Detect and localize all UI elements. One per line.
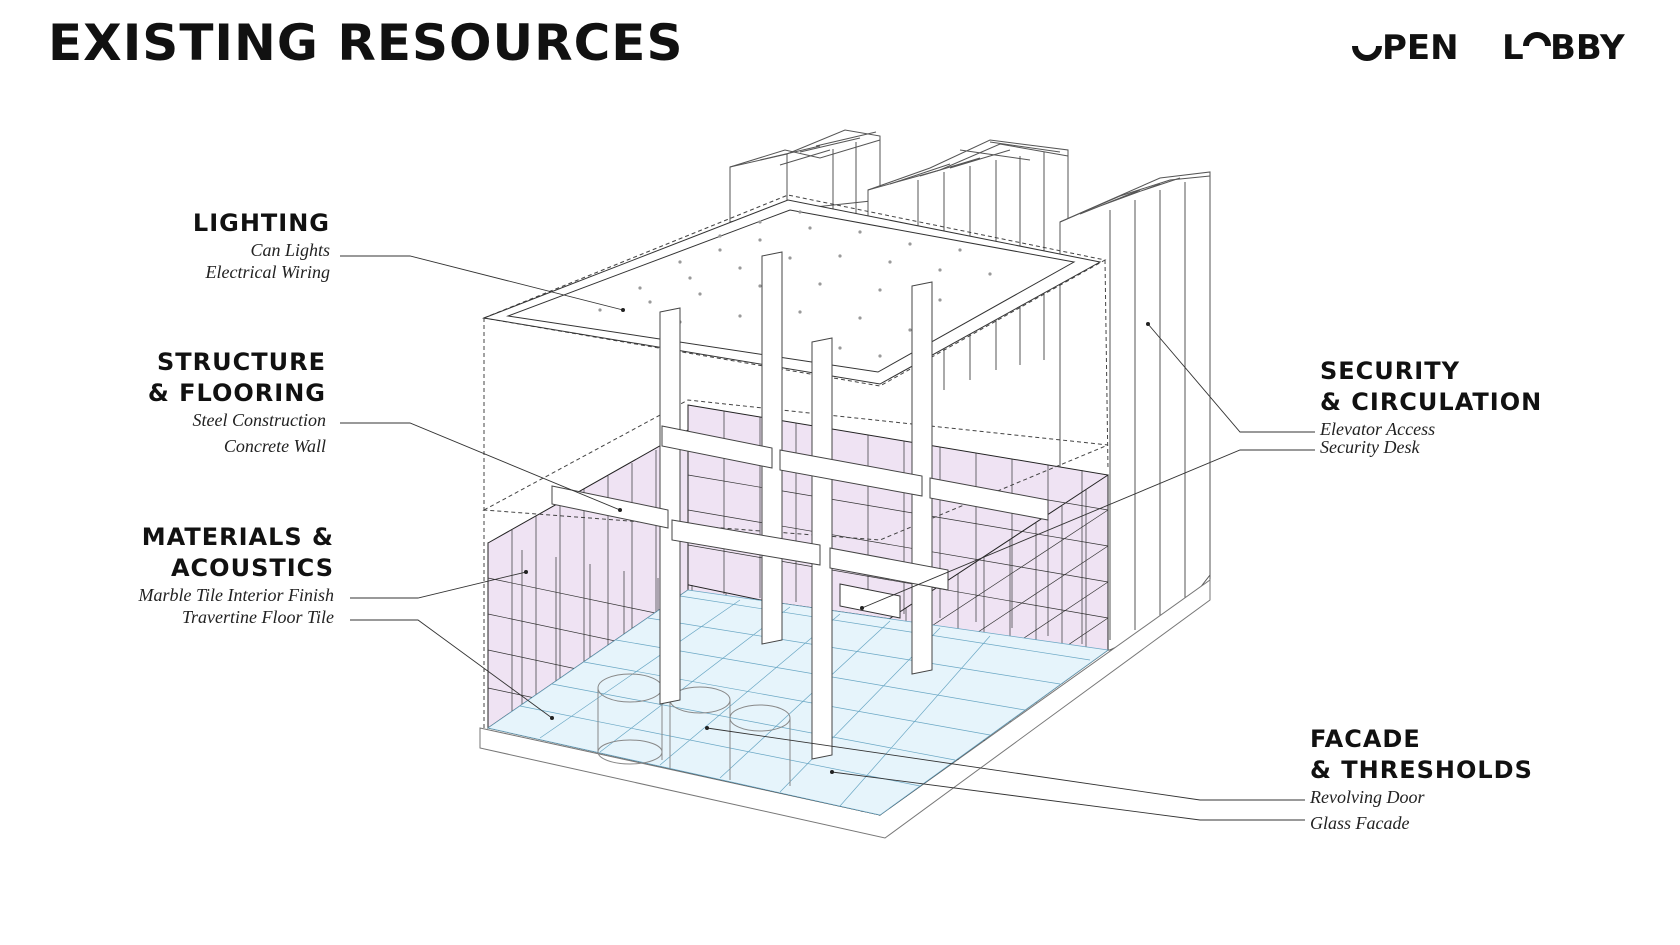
label-security-item-1: Elevator Access <box>1320 419 1436 439</box>
label-structure-item-2: Concrete Wall <box>223 436 326 456</box>
steel-beams <box>551 425 1049 591</box>
logo-o-open-arc <box>1352 45 1382 61</box>
label-facade-item-2: Glass Facade <box>1310 813 1410 833</box>
label-security-item-2: Security Desk <box>1320 437 1420 457</box>
label-materials-item-1: Marble Tile Interior Finish <box>138 585 335 605</box>
label-materials-item-2: Travertine Floor Tile <box>181 607 334 627</box>
label-lighting-heading: LIGHTING <box>192 209 330 237</box>
label-structure-item-1: Steel Construction <box>192 410 327 430</box>
label-security-heading-1: SECURITY <box>1320 357 1460 385</box>
svg-text:L: L <box>1502 28 1524 68</box>
label-facade: FACADE & THRESHOLDS Revolving Door Glass… <box>1310 724 1570 834</box>
label-facade-item-1: Revolving Door <box>1310 787 1425 807</box>
label-structure-heading-1: STRUCTURE <box>157 348 326 376</box>
label-materials-heading-2: ACOUSTICS <box>170 554 334 582</box>
label-lighting-item-1: Can Lights <box>250 240 330 260</box>
page-title: EXISTING RESOURCES <box>48 14 684 72</box>
label-facade-heading-1: FACADE <box>1310 725 1421 753</box>
svg-text:BBY: BBY <box>1550 28 1625 68</box>
security-desk <box>839 583 901 619</box>
label-security-heading-2: & CIRCULATION <box>1320 388 1543 416</box>
open-lobby-logo: PEN L BBY <box>1352 28 1625 68</box>
label-lighting: LIGHTING Can Lights Electrical Wiring <box>120 208 330 283</box>
logo-o-lobby-arc <box>1523 32 1551 47</box>
logo-word-lobby: L BBY <box>1502 28 1625 68</box>
label-structure-heading-2: & FLOORING <box>147 379 326 407</box>
logo-word-open: PEN <box>1352 28 1459 68</box>
label-materials-heading-1: MATERIALS & <box>141 523 334 551</box>
label-facade-heading-2: & THRESHOLDS <box>1310 756 1533 784</box>
svg-text:PEN: PEN <box>1382 28 1459 68</box>
label-lighting-item-2: Electrical Wiring <box>205 262 330 282</box>
label-structure: STRUCTURE & FLOORING Steel Construction … <box>96 347 326 457</box>
leader-lines <box>340 255 1315 821</box>
dashed-envelope <box>482 194 1109 728</box>
leader-dots <box>524 308 1150 774</box>
label-materials: MATERIALS & ACOUSTICS Marble Tile Interi… <box>60 522 335 628</box>
label-security: SECURITY & CIRCULATION Elevator Access S… <box>1320 356 1580 458</box>
floor-tile <box>487 589 1109 816</box>
